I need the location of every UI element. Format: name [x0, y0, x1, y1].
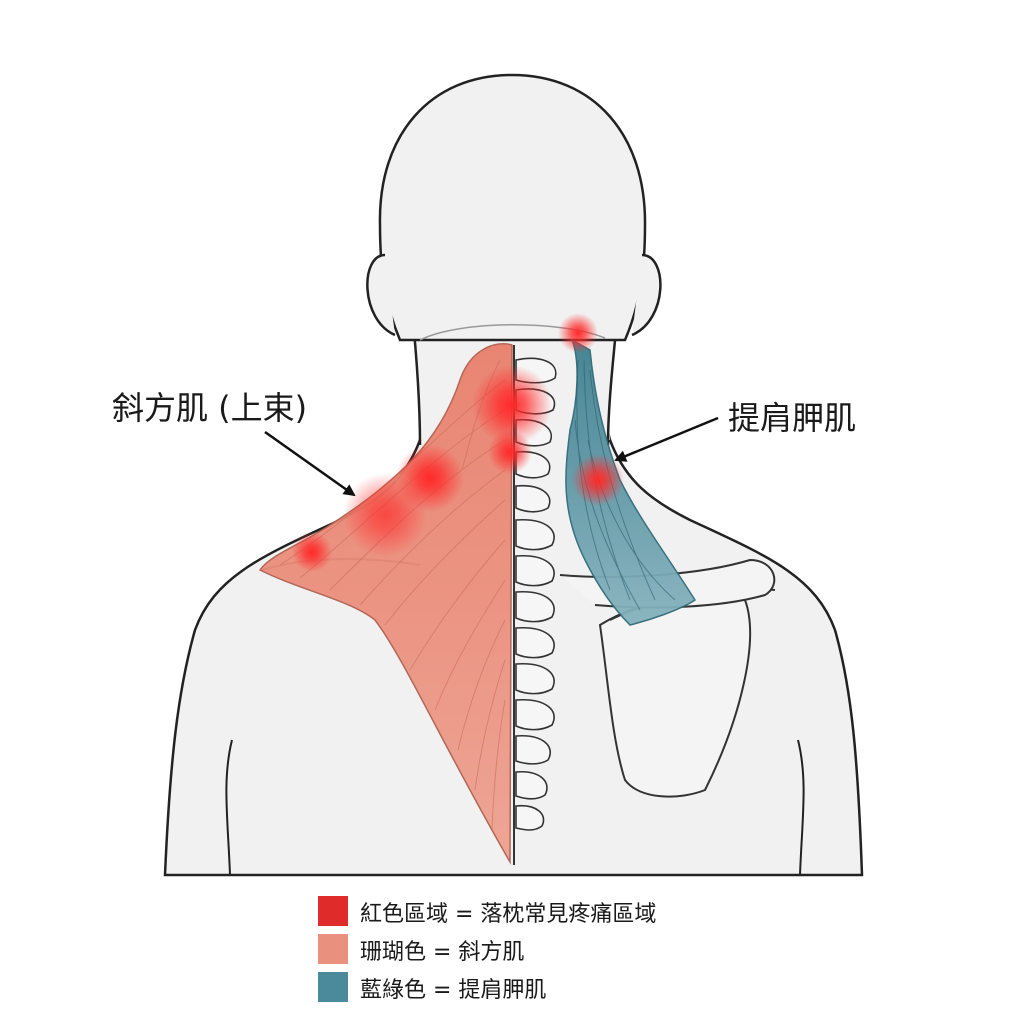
legend-text-pain: 紅色區域 = 落枕常見疼痛區域	[360, 902, 657, 927]
pain-spot	[292, 532, 332, 572]
head	[378, 73, 647, 342]
right-ear	[631, 253, 662, 337]
pain-spot	[343, 473, 427, 557]
legend-item: 紅色區域 = 落枕常見疼痛區域	[318, 894, 738, 930]
pain-spot	[488, 430, 532, 474]
legend-text-trapezius: 珊瑚色 = 斜方肌	[360, 940, 525, 965]
pain-spot	[558, 313, 598, 353]
legend-item: 珊瑚色 = 斜方肌	[318, 932, 738, 968]
arrow-icon	[264, 430, 356, 497]
legend: 紅色區域 = 落枕常見疼痛區域 珊瑚色 = 斜方肌 藍綠色 = 提肩胛肌	[318, 894, 738, 1008]
legend-text-levator: 藍綠色 = 提肩胛肌	[360, 978, 547, 1003]
pain-spot	[572, 454, 624, 506]
levator-scapulae-label: 提肩胛肌	[728, 399, 857, 437]
legend-swatch-pain	[318, 896, 348, 926]
pain-spot	[472, 365, 552, 445]
arrow-icon	[614, 416, 719, 462]
left-ear	[366, 253, 396, 337]
trapezius-upper-label: 斜方肌 (上束)	[112, 389, 308, 427]
legend-swatch-levator	[318, 972, 348, 1002]
legend-item: 藍綠色 = 提肩胛肌	[318, 970, 738, 1006]
legend-swatch-trapezius	[318, 934, 348, 964]
pain-areas	[292, 313, 624, 572]
